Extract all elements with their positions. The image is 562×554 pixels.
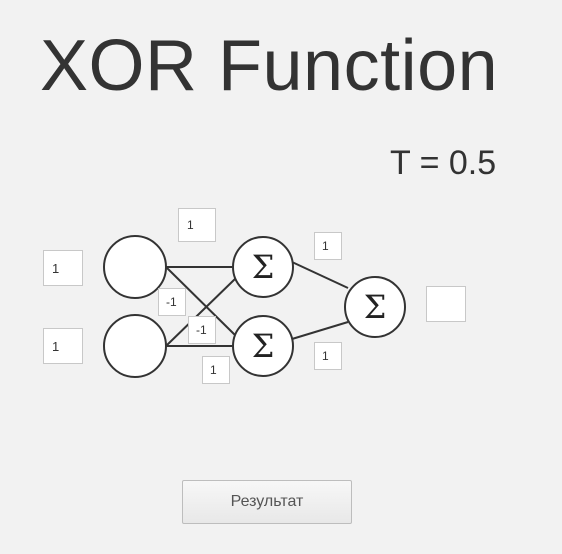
edge-in1-h2 xyxy=(165,266,237,337)
hidden-node-1 xyxy=(232,236,294,298)
input-node-2 xyxy=(103,314,167,378)
hidden-node-2-sum: Σ xyxy=(251,327,275,365)
weight-bottom-field[interactable]: 1 xyxy=(202,356,230,384)
hidden-node-2 xyxy=(232,315,294,377)
hidden-node-1-sum: Σ xyxy=(251,248,275,286)
weight-cross1-field[interactable]: -1 xyxy=(158,288,186,316)
weight-h2-out-field[interactable]: 1 xyxy=(314,342,342,370)
weight-h1-out-field[interactable]: 1 xyxy=(314,232,342,260)
edge-h1-out xyxy=(291,261,349,289)
weight-top-field[interactable]: 1 xyxy=(178,208,216,242)
input-field-1[interactable]: 1 xyxy=(43,250,83,286)
output-node xyxy=(344,276,406,338)
page-title: XOR Function xyxy=(40,26,499,106)
result-button[interactable]: Результат xyxy=(182,480,352,524)
output-field xyxy=(426,286,466,322)
weight-cross2-field[interactable]: -1 xyxy=(188,316,216,344)
edge-in2-h1 xyxy=(165,277,237,347)
input-node-1 xyxy=(103,235,167,299)
input-field-2[interactable]: 1 xyxy=(43,328,83,364)
output-node-sum: Σ xyxy=(363,288,387,326)
threshold-label: T = 0.5 xyxy=(390,144,497,182)
edge-h2-out xyxy=(291,321,349,340)
